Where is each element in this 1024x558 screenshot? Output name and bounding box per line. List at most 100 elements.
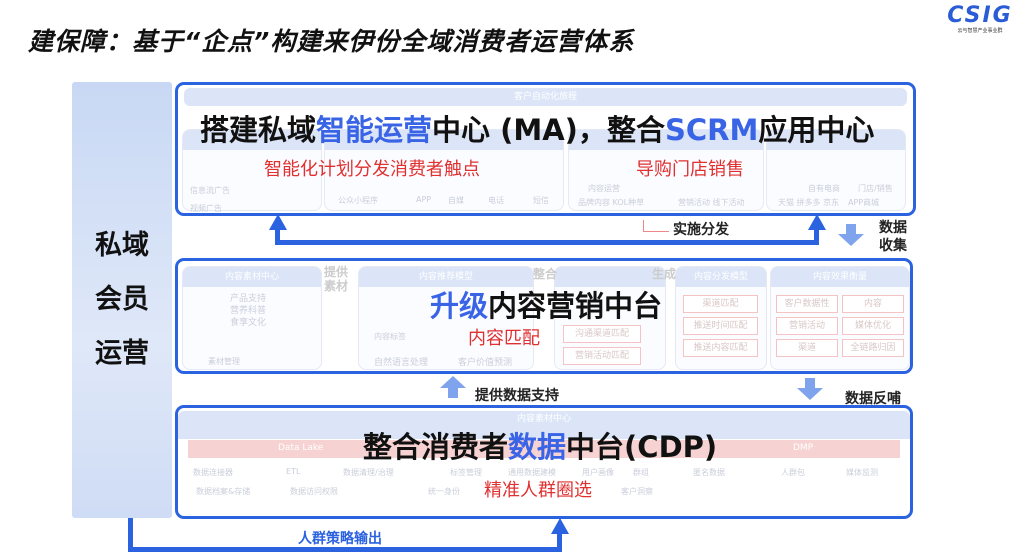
measure-box: 客户数据性 xyxy=(776,295,838,313)
headline-highlight: 智能运营 xyxy=(316,113,433,147)
faint-item: 通用数据建模 xyxy=(508,468,556,477)
faint-item: 内容标签 xyxy=(374,332,406,341)
measure-box: 营销活动 xyxy=(776,317,838,335)
faint-item: 群组 xyxy=(633,468,649,477)
faint-item: ETL xyxy=(286,467,301,476)
faint-item: 食享文化 xyxy=(230,318,267,328)
headline-text: 应用中心 xyxy=(758,113,875,147)
left-panel-line: 运营 xyxy=(95,338,149,369)
crowd-selection-annotation: 精准人群圈选 xyxy=(484,480,592,501)
headline-highlight: SCRM xyxy=(664,113,759,147)
faint-item: 品牌内容 KOL种草 xyxy=(578,198,645,207)
distribution-box: 推送时间匹配 xyxy=(683,317,758,335)
faint-item: 匿名数据 xyxy=(693,468,725,477)
cdp-section: 内容素材中心 Data Lake DMP 数据连接器 ETL 数据清理/治理 标… xyxy=(175,405,913,519)
page-title: 建保障：基于“企点”构建来伊份全域消费者运营体系 xyxy=(28,27,635,56)
dmp-label: DMP xyxy=(793,443,814,453)
headline-text: 中台(CDP) xyxy=(566,430,718,464)
crowd-output-line xyxy=(128,547,562,552)
crowd-output-label: 人群策略输出 xyxy=(298,531,382,547)
bg-card xyxy=(182,129,322,211)
bg-card xyxy=(568,129,764,211)
faint-item: 媒体监测 xyxy=(846,468,878,477)
card-header: 内容素材中心 xyxy=(183,267,321,287)
arrow-up-icon xyxy=(269,214,287,230)
measure-box: 全链路归因 xyxy=(842,339,904,357)
csig-logo: CSIG 云与智慧产业事业群 xyxy=(944,4,1016,35)
red-connector xyxy=(643,220,669,232)
faint-item: 客户价值预测 xyxy=(458,358,513,368)
headline-highlight: 数据 xyxy=(508,430,567,464)
distribute-line xyxy=(275,226,280,244)
content-recommend-card: 内容推荐模型 xyxy=(358,266,534,370)
distribution-box: 渠道匹配 xyxy=(683,295,758,313)
headline-text: 整合消费者 xyxy=(363,430,509,464)
faint-item: 自媒 xyxy=(448,196,464,205)
faint-item: 门店/销售 xyxy=(858,184,893,193)
faint-item: 统一身份 xyxy=(428,487,460,496)
faint-item: APP xyxy=(416,195,432,204)
private-member-ops-panel: 私域 会员 运营 xyxy=(72,82,172,518)
faint-item: 数据清理/治理 xyxy=(343,468,394,477)
distribute-line xyxy=(814,226,819,244)
data-lake-band: Data Lake DMP xyxy=(188,440,900,458)
data-support-label: 提供数据支持 xyxy=(475,388,559,404)
faint-item: 人群包 xyxy=(781,468,805,477)
headline-text: 中心 (MA)，整合 xyxy=(432,113,665,147)
bg-card xyxy=(324,129,564,211)
content-headline: 升级内容营销中台 xyxy=(430,289,662,323)
left-panel-line: 会员 xyxy=(95,284,149,315)
customer-journey-band: 客户自动化旅程 xyxy=(184,88,907,106)
faint-item: 营销活动 线下活动 xyxy=(678,198,745,207)
distribution-box: 推送内容匹配 xyxy=(683,339,758,357)
integrate-label: 整合 xyxy=(533,267,558,281)
card-header: 内容效果衡量 xyxy=(771,267,909,287)
content-marketing-section: 内容素材中心 内容推荐模型 内容分发模型 内容效果衡量 提供素材 整合 生成 产… xyxy=(175,258,913,374)
faint-item: 素材管理 xyxy=(208,357,240,366)
faint-item: 视频广告 xyxy=(190,204,222,213)
collect-label: 数据收集 xyxy=(879,220,907,254)
faint-item: 天猫 拼多多 京东 xyxy=(778,198,840,207)
match-box: 营销活动匹配 xyxy=(563,347,641,365)
faint-item: 数据档案&存储 xyxy=(196,487,251,496)
faint-item: 短信 xyxy=(533,196,549,205)
faint-item: 客户洞察 xyxy=(621,487,653,496)
headline-text: 内容营销中台 xyxy=(488,289,663,323)
faint-item: 产品支持 xyxy=(230,294,267,304)
faint-item: 数据访问权限 xyxy=(290,487,338,496)
cdp-headline: 整合消费者数据中台(CDP) xyxy=(363,430,717,464)
crowd-output-line xyxy=(128,518,133,552)
faint-item: 标签管理 xyxy=(450,468,482,477)
faint-item: 自有电商 xyxy=(808,184,840,193)
generate-label: 生成 xyxy=(652,267,677,281)
left-panel-line: 私域 xyxy=(95,230,149,261)
ma-headline: 搭建私域智能运营中心 (MA)，整合SCRM应用中心 xyxy=(200,113,874,147)
data-feedback-label: 数据反哺 xyxy=(845,391,901,407)
faint-item: 电话 xyxy=(488,196,504,205)
measure-box: 渠道 xyxy=(776,339,838,357)
distribute-label: 实施分发 xyxy=(673,222,729,238)
arrow-up-icon xyxy=(440,376,466,398)
arrow-up-icon xyxy=(808,214,826,230)
crowd-output-line xyxy=(557,532,562,552)
arrow-down-icon xyxy=(797,378,823,400)
distribute-line xyxy=(275,240,819,245)
headline-text: 搭建私域 xyxy=(200,113,317,147)
arrow-down-icon xyxy=(838,224,864,246)
faint-item: 公众小程序 xyxy=(338,196,378,205)
touchpoint-annotation: 智能化计划分发消费者触点 xyxy=(264,159,480,180)
arrow-up-icon xyxy=(551,518,569,534)
measure-box: 内容 xyxy=(842,295,904,313)
data-lake-label: Data Lake xyxy=(278,443,324,453)
faint-item: 信息流广告 xyxy=(190,186,230,195)
faint-item: 内容运营 xyxy=(588,184,620,193)
ma-scrm-section: 客户自动化旅程 信息流广告 视频广告 公众小程序 APP 自媒 电话 短信 内容… xyxy=(175,82,916,216)
content-material-card: 内容素材中心 xyxy=(182,266,322,370)
bg-card xyxy=(554,266,666,370)
logo-subtitle: 云与智慧产业事业群 xyxy=(957,28,1003,34)
bg-card xyxy=(766,129,906,211)
faint-item: 数据连接器 xyxy=(193,468,233,477)
provide-material-label: 提供素材 xyxy=(324,265,349,293)
faint-item: 用户画像 xyxy=(582,468,614,477)
content-match-annotation: 内容匹配 xyxy=(468,328,540,349)
